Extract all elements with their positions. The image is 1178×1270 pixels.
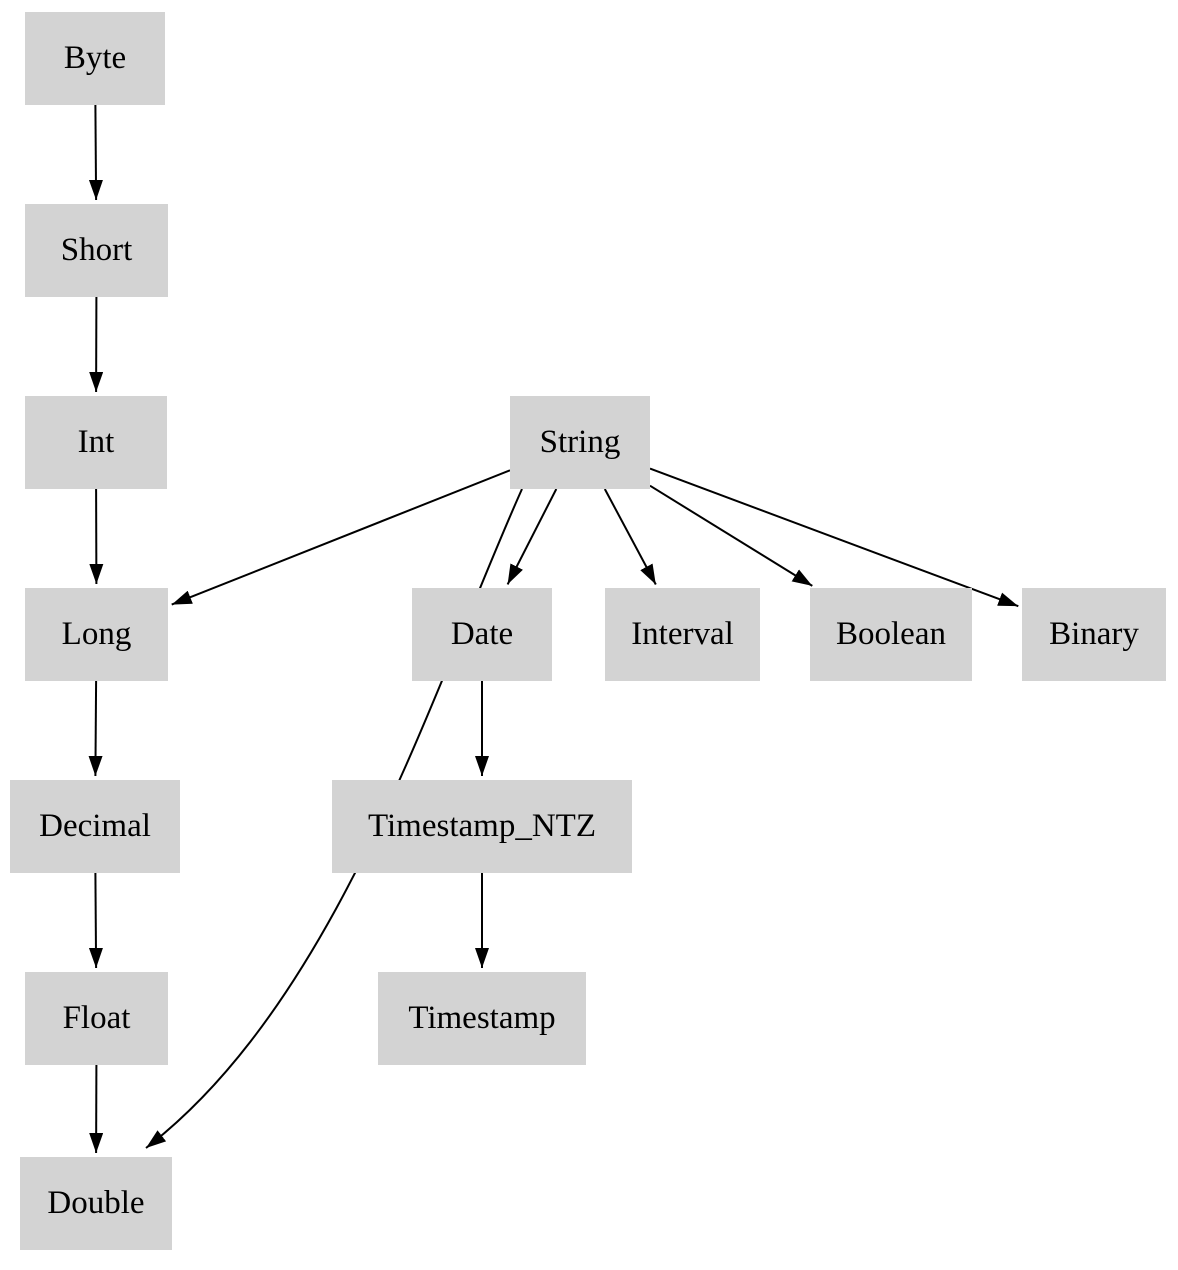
edge-long-decimal — [88, 680, 103, 777]
node-short: Short — [25, 204, 168, 297]
node-decimal: Decimal — [10, 780, 180, 873]
edge-string-boolean — [649, 484, 813, 587]
node-date: Date — [412, 588, 552, 681]
node-binary: Binary — [1022, 588, 1166, 681]
node-int: Int — [25, 396, 167, 489]
node-double: Double — [20, 1157, 172, 1250]
edge-string-long — [171, 469, 511, 606]
node-byte: Byte — [25, 12, 165, 105]
edge-string-date — [506, 488, 558, 585]
edge-decimal-float — [88, 872, 103, 969]
node-interval: Interval — [605, 588, 760, 681]
edge-string-interval — [603, 488, 657, 585]
edge-string-binary — [649, 467, 1019, 608]
edge-byte-short — [88, 104, 103, 201]
node-boolean: Boolean — [810, 588, 972, 681]
node-timestamp_ntz: Timestamp_NTZ — [332, 780, 632, 873]
node-long: Long — [25, 588, 168, 681]
node-float: Float — [25, 972, 168, 1065]
node-string: String — [510, 396, 650, 489]
node-timestamp: Timestamp — [378, 972, 586, 1065]
